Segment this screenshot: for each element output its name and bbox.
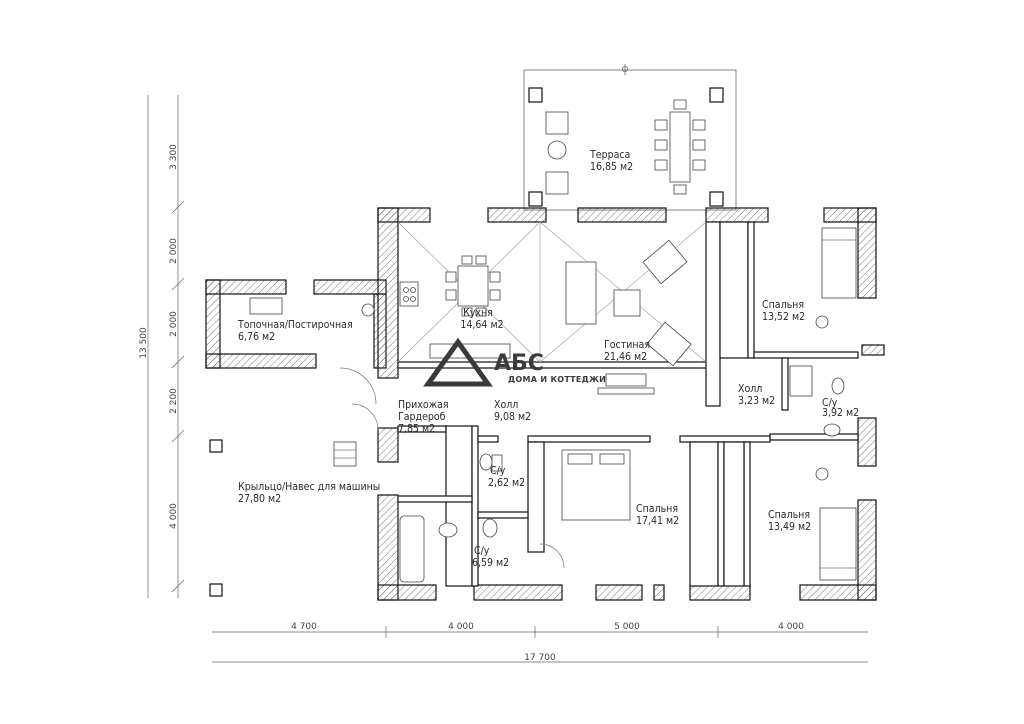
bath-right-area: 3,92 м2 <box>822 407 859 419</box>
porch-name: Крыльцо/Навес для машины <box>238 481 380 493</box>
dim-v-1: 3 300 <box>169 144 179 170</box>
dim-h-1: 4 700 <box>291 622 317 632</box>
bedroom3-area: 13,49 м2 <box>768 521 811 533</box>
entry-area: 7,85 м2 <box>398 423 435 435</box>
bedroom1-name: Спальня <box>762 299 804 311</box>
terrace-area: 16,85 м2 <box>590 161 633 173</box>
bath-big-name: С/у <box>474 545 490 557</box>
bedroom3-name: Спальня <box>768 509 810 521</box>
bedroom-furniture <box>561 227 857 581</box>
dim-v-4: 2 200 <box>169 388 179 414</box>
dim-v-2: 2 000 <box>169 238 179 264</box>
bedroom2-area: 17,41 м2 <box>636 515 679 527</box>
hall-small-name: Холл <box>738 383 762 395</box>
dim-v-total: 13 500 <box>139 327 149 359</box>
bathroom-fixtures <box>399 365 845 583</box>
kitchen-name: Кухня <box>463 307 493 319</box>
bath-right-name: С/у <box>822 397 838 409</box>
entry-name: Прихожая <box>398 399 449 411</box>
hall-main-name: Холл <box>494 399 518 411</box>
dim-h-2: 4 000 <box>448 622 474 632</box>
room-labels: Терраса 16,85 м2 Топочная/Постирочная 6,… <box>237 149 859 569</box>
living-area: 21,46 м2 <box>604 351 647 363</box>
boiler-name: Топочная/Постирочная <box>237 319 353 331</box>
hall-small-area: 3,23 м2 <box>738 395 775 407</box>
bath-mid-area: 2,62 м2 <box>488 477 525 489</box>
living-furniture <box>565 239 692 395</box>
boiler-area: 6,76 м2 <box>238 331 275 343</box>
interior-walls <box>397 221 859 587</box>
dim-h-total: 17 700 <box>524 653 556 663</box>
logo-tagline: ДОМА И КОТТЕДЖИ <box>508 375 606 384</box>
company-logo: АБС ДОМА И КОТТЕДЖИ <box>423 337 606 387</box>
hall-main-area: 9,08 м2 <box>494 411 531 423</box>
dim-v-3: 2 000 <box>169 311 179 337</box>
bedroom1-area: 13,52 м2 <box>762 311 805 323</box>
bath-mid-name: С/у <box>490 465 506 477</box>
porch-elements <box>209 367 565 597</box>
dim-h-4: 4 000 <box>778 622 804 632</box>
living-name: Гостиная <box>604 339 650 351</box>
bath-big-area: 6,59 м2 <box>472 557 509 569</box>
horizontal-dimension-lines <box>212 626 868 663</box>
dim-v-5: 4 000 <box>169 503 179 529</box>
logo-name: АБС <box>494 351 544 376</box>
vertical-dimension-lines <box>147 95 185 598</box>
exterior-walls <box>377 207 885 601</box>
terrace-furniture <box>545 99 706 195</box>
kitchen-area: 14,64 м2 <box>460 319 503 331</box>
dim-h-3: 5 000 <box>614 622 640 632</box>
entry-name2: Гардероб <box>398 411 446 423</box>
bedroom2-name: Спальня <box>636 503 678 515</box>
porch-area: 27,80 м2 <box>238 493 281 505</box>
terrace-name: Терраса <box>589 149 630 161</box>
